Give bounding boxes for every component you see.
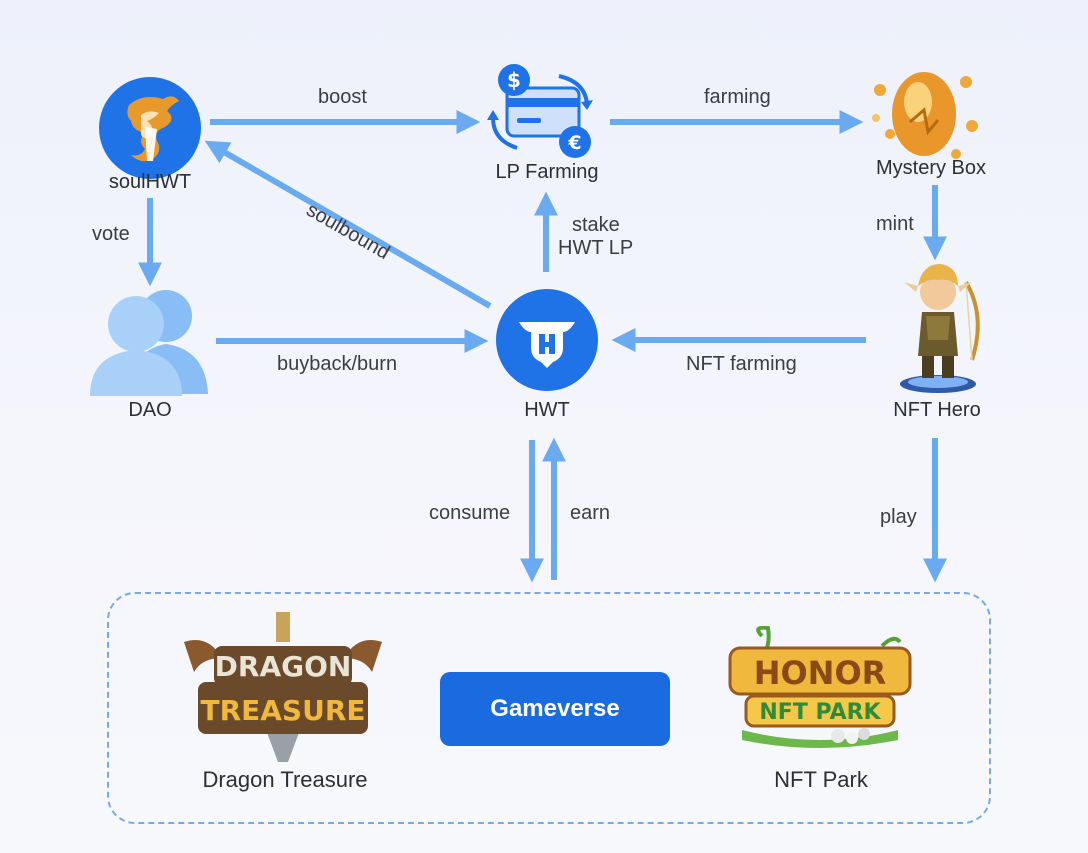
edge-label-farming: farming <box>704 86 771 108</box>
dragon-logo-line2: TREASURE <box>200 694 365 727</box>
dragon-treasure-label: Dragon Treasure <box>202 767 368 792</box>
dragon-treasure-logo: DRAGON TREASURE <box>178 612 388 764</box>
edge-label-consume: consume <box>429 502 511 524</box>
park-logo-line1: HONOR <box>754 654 887 692</box>
edge-label-boost: boost <box>318 86 367 108</box>
mystery-box-label: Mystery Box <box>875 157 987 179</box>
lp-farming-label: LP Farming <box>495 161 599 183</box>
dao-label: DAO <box>128 399 172 421</box>
soulhwt-dragon-icon <box>97 75 203 181</box>
hwt-token-icon <box>495 288 599 392</box>
soulhwt-label: soulHWT <box>108 171 192 193</box>
mystery-box-egg-icon <box>868 60 980 164</box>
edge-label-vote: vote <box>92 223 130 245</box>
svg-text:€: € <box>567 132 581 154</box>
park-logo-line2: NFT PARK <box>759 700 881 725</box>
dao-people-icon <box>86 284 216 398</box>
hwt-label: HWT <box>524 399 570 421</box>
svg-text:$: $ <box>507 68 521 92</box>
nft-park-logo: HONOR NFT PARK <box>722 625 918 756</box>
edge-label-stake-lp: HWT LP <box>558 237 634 259</box>
edge-label-nft-farming: NFT farming <box>686 353 797 375</box>
edge-label-buyback: buyback/burn <box>277 353 398 375</box>
nft-hero-character-icon <box>886 256 990 396</box>
dragon-logo-line1: DRAGON <box>215 650 352 683</box>
lp-farming-icon: $ € <box>487 62 597 162</box>
gameverse-frame <box>107 592 991 824</box>
edge-label-earn: earn <box>570 502 611 524</box>
nft-hero-label: NFT Hero <box>893 399 981 421</box>
edge-label-mint: mint <box>876 213 914 235</box>
edge-label-stake: stake <box>572 214 620 236</box>
edge-label-play: play <box>880 506 917 528</box>
arrow-soulbound <box>204 140 492 309</box>
gameverse-button[interactable]: Gameverse <box>440 672 670 746</box>
nft-park-label: NFT Park <box>774 767 868 792</box>
